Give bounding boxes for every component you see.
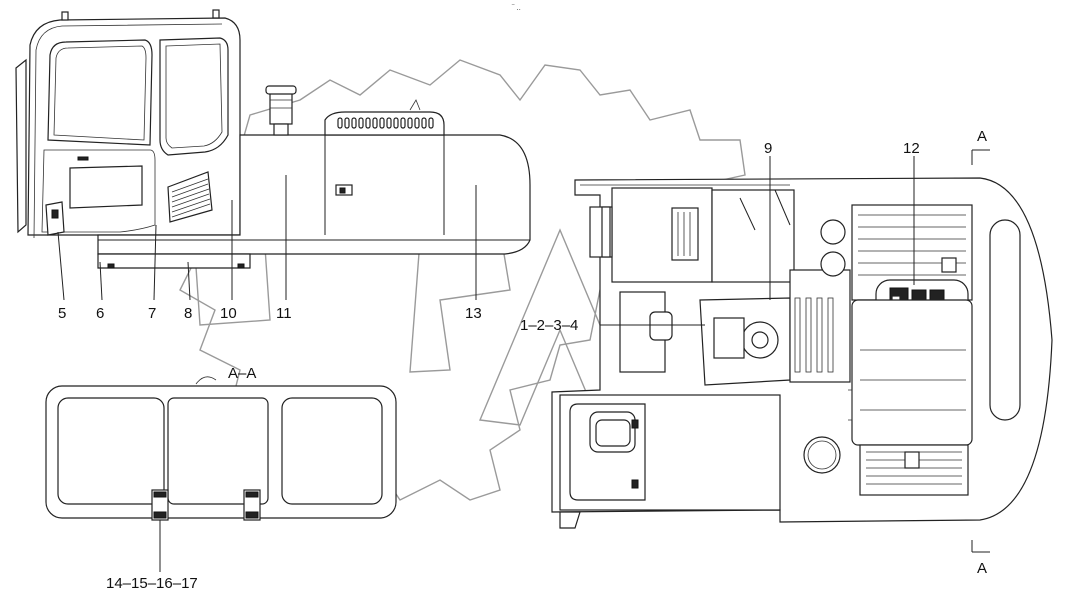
- callout-14-17: 14–15–16–17: [106, 575, 198, 592]
- top-grille-dots: [858, 214, 966, 276]
- section-view: A–A 14–15–16–17: [45, 365, 397, 592]
- hood-vents: [337, 117, 434, 129]
- callout-10: 10: [220, 305, 237, 322]
- callout-8: 8: [184, 305, 192, 322]
- air-cleaner: [265, 85, 297, 136]
- callout-11: 11: [276, 305, 292, 322]
- callout-1-4: 1–2–3–4: [520, 317, 578, 334]
- section-title: A–A: [228, 365, 256, 382]
- side-callouts: 5 6 7 8 10 11 13: [58, 305, 482, 322]
- callout-12: 12: [903, 140, 920, 157]
- radiator-grid: [671, 207, 699, 261]
- door-window: [159, 37, 229, 156]
- front-window: [47, 39, 153, 146]
- top-mark: ‾ ‥: [511, 4, 521, 12]
- lower-grille: [859, 444, 969, 496]
- callout-6: 6: [96, 305, 104, 322]
- section-marker-top: A: [977, 128, 987, 145]
- cab-grille: [167, 171, 213, 223]
- center-grille: [794, 297, 834, 373]
- side-leaders: [57, 175, 477, 301]
- top-leaders: [600, 149, 990, 553]
- callout-5: 5: [58, 305, 66, 322]
- callout-13: 13: [465, 305, 482, 322]
- side-view: [15, 9, 531, 269]
- top-callouts: 9 12 1–2–3–4 A A: [520, 128, 987, 577]
- bracket-left: [151, 489, 169, 521]
- bracket-right: [243, 489, 261, 521]
- callout-9: 9: [764, 140, 772, 157]
- callout-7: 7: [148, 305, 156, 322]
- section-marker-bottom: A: [977, 560, 987, 577]
- top-view: [551, 177, 1053, 529]
